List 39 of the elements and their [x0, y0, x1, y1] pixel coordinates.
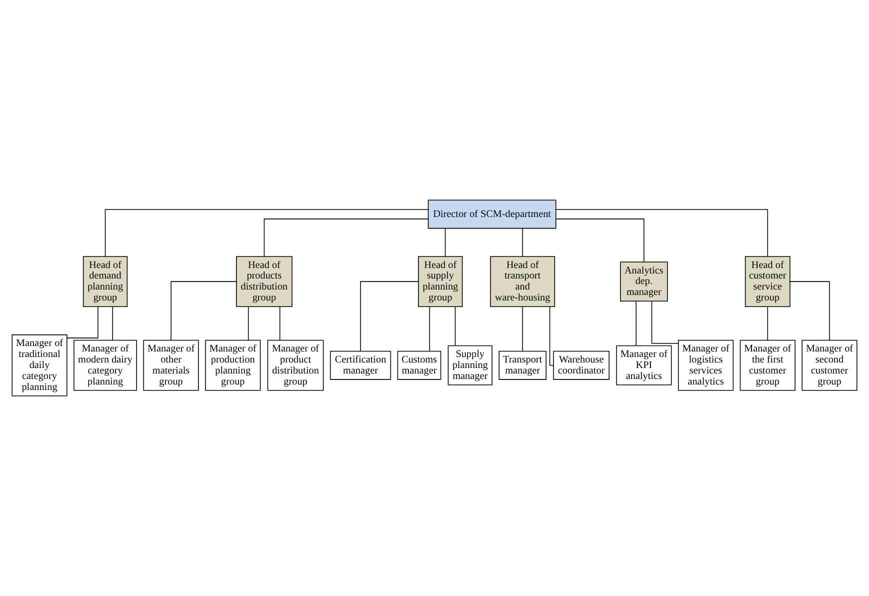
node-box: Manager of product distribution group [267, 340, 324, 391]
connector [429, 306, 430, 352]
connector [444, 228, 446, 257]
node-box: Customs manager [397, 350, 442, 380]
connector [112, 306, 113, 341]
node-box: Manager of modern dairy category planning [74, 340, 137, 391]
node-box: Supply planning manager [448, 345, 492, 386]
connector [767, 306, 768, 341]
node-box: Director of SCM-department [428, 200, 556, 229]
node-box: Manager of production planning group [205, 340, 261, 391]
connector [522, 228, 523, 257]
node-box: Manager of the first customer group [740, 340, 796, 391]
node-box: Manager of second customer group [802, 340, 858, 391]
node-box: Head of products distribution group [236, 256, 292, 307]
node-box: Manager of logistics services analytics [678, 340, 734, 391]
connector [556, 209, 768, 257]
node-box: Manager of other materials group [143, 340, 199, 391]
node-box: Head of transport and ware-housing [490, 256, 556, 307]
node-box: Analytics dep. manager [620, 262, 668, 302]
node-box: Manager of KPI analytics [616, 345, 672, 386]
node-box: Manager of traditional daily category planning [12, 334, 68, 396]
connector [248, 306, 249, 341]
node-box: Warehouse coordinator [553, 350, 610, 380]
connector [104, 209, 429, 257]
node-box: Head of supply planning group [418, 256, 463, 307]
node-box: Head of demand planning group [82, 256, 128, 307]
connector [170, 281, 237, 341]
node-box: Certification manager [330, 350, 392, 380]
connector [279, 306, 280, 341]
connector [790, 281, 830, 341]
connector [454, 306, 456, 346]
connector [66, 306, 98, 338]
connector [651, 301, 679, 344]
node-box: Transport manager [498, 350, 546, 380]
node-box: Head of customer service group [744, 256, 790, 307]
connector [264, 218, 428, 257]
connector [360, 281, 419, 352]
connector [522, 306, 523, 352]
connector [556, 218, 644, 262]
